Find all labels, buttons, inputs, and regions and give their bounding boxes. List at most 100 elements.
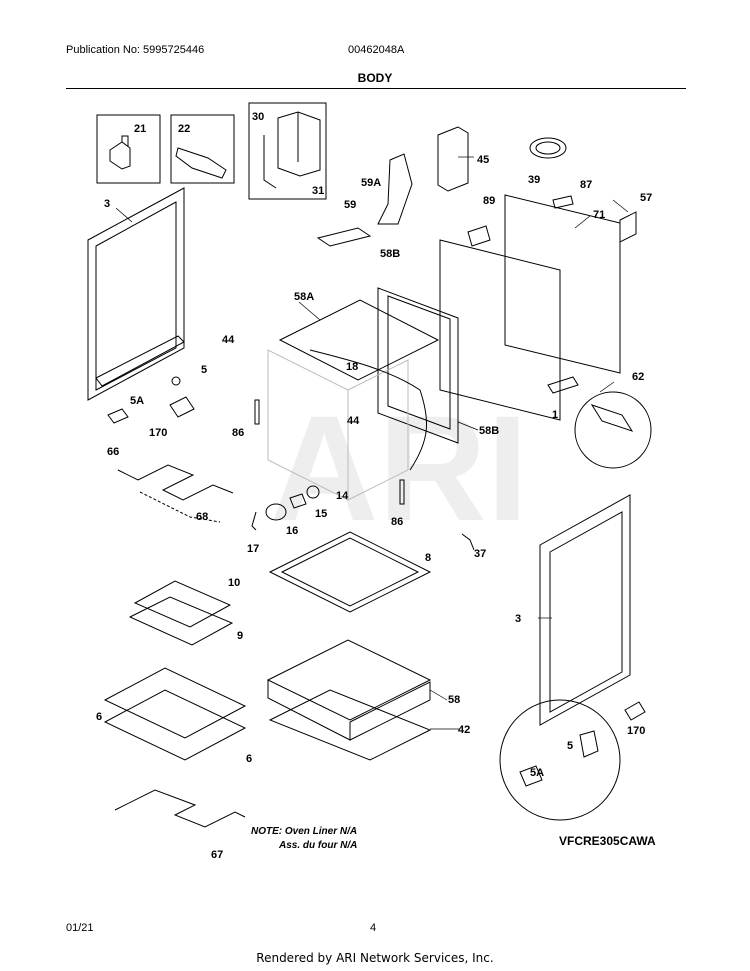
callout-58b-top: 58B [380,248,400,260]
part-66-element [117,464,234,501]
publication-number: Publication No: 5995725446 [66,44,205,56]
callout-87: 87 [580,179,592,191]
part-87-clip [552,195,574,209]
callout-30: 30 [252,111,264,123]
part-5-screw-left [171,376,181,386]
part-6-rack-top [103,667,247,739]
part-5a-leveler [519,765,543,787]
part-170-left [169,396,195,418]
callout-14: 14 [336,490,349,502]
callout-45: 45 [477,154,489,166]
callout-68: 68 [196,511,208,523]
part-21-bracket [109,135,131,170]
callout-170-left: 170 [149,427,167,439]
callout-86-left: 86 [232,427,244,439]
callout-66: 66 [107,446,119,458]
callout-42: 42 [458,724,470,736]
part-5a-left [107,408,129,424]
callout-8: 8 [425,552,431,564]
callout-10: 10 [228,577,240,589]
document-number: 00462048A [348,44,405,56]
part-42-bottom [268,689,432,761]
callout-15: 15 [315,508,327,520]
watermark-text: ARI [270,384,528,552]
inset-box-21 [96,114,161,184]
callout-62: 62 [632,371,644,383]
note-line-1: NOTE: Oven Liner N/A [251,826,358,837]
part-37-clip [461,533,475,551]
part-86-left [254,399,260,425]
part-67-element [114,789,246,828]
part-10-grid [133,580,232,628]
callout-5-right: 5 [567,740,573,752]
inset-box-22 [170,114,235,184]
callout-58b-mid: 58B [479,425,499,437]
part-3-side-panel-left [87,187,185,401]
callout-6-bottom: 6 [246,753,252,765]
part-39-cord [529,137,567,159]
part-22-board [175,147,227,179]
part-16-knob [265,503,287,521]
part-68-wire [139,491,221,523]
callout-37: 37 [474,548,486,560]
part-71-back-panel [504,194,621,374]
callout-21: 21 [134,123,146,135]
callout-89: 89 [483,195,495,207]
callout-1: 1 [552,409,558,421]
part-9-pan [128,596,234,646]
part-30-31 [263,111,321,189]
part-57-cover [619,211,637,243]
callout-5-left: 5 [201,364,207,376]
callout-5a-right: 5A [530,767,544,779]
footer-date: 01/21 [66,922,94,934]
part-58b-insulation [377,287,459,444]
callout-18: 18 [346,361,358,373]
leg-detail-circle [499,699,621,821]
leader-lines [115,156,629,730]
part-45 [437,126,469,192]
part-58a-wrap-top [278,299,440,381]
footer-rendered-by: Rendered by ARI Network Services, Inc. [256,951,494,965]
page-title: BODY [357,71,393,85]
footer-page-number: 4 [370,922,377,934]
callout-3-right: 3 [515,613,521,625]
note-line-2: Ass. du four N/A [279,840,358,851]
part-59a [377,153,413,225]
part-89-bracket [467,225,491,247]
inset-box-30 [248,102,327,200]
callout-5a-left: 5A [130,395,144,407]
callout-6-top: 6 [96,711,102,723]
callout-57: 57 [640,192,652,204]
part-3-side-panel-right [539,494,631,726]
part-59 [316,227,372,247]
callout-71: 71 [593,209,605,221]
part-86-right [399,479,405,505]
callout-22: 22 [178,123,190,135]
callout-9: 9 [237,630,243,642]
callout-44-mid: 44 [347,415,360,427]
model-number: VFCRE305CAWA [559,834,656,848]
callout-58a: 58A [294,291,314,303]
part-170-right [624,701,646,721]
callout-170-right: 170 [627,725,645,737]
part-62-detail-circle [574,391,652,469]
part-14-cap [306,485,320,499]
callout-labels: 21 22 30 31 45 39 59A 59 58B 87 57 89 71… [96,111,652,861]
callout-86-right: 86 [391,516,403,528]
callout-44-left: 44 [222,334,235,346]
part-6-rack-bottom [103,689,247,761]
part-5-leveler [579,730,599,758]
callout-31: 31 [312,185,324,197]
part-58b-back [439,239,561,421]
callout-59: 59 [344,199,356,211]
part-1-terminal [547,376,579,394]
callout-58: 58 [448,694,460,706]
part-8-drawer-pan [268,531,432,613]
callout-3-left: 3 [104,198,110,210]
part-17-wire [251,511,257,531]
callout-16: 16 [286,525,298,537]
callout-59a: 59A [361,177,381,189]
callout-67: 67 [211,849,223,861]
header-rule [66,88,686,89]
